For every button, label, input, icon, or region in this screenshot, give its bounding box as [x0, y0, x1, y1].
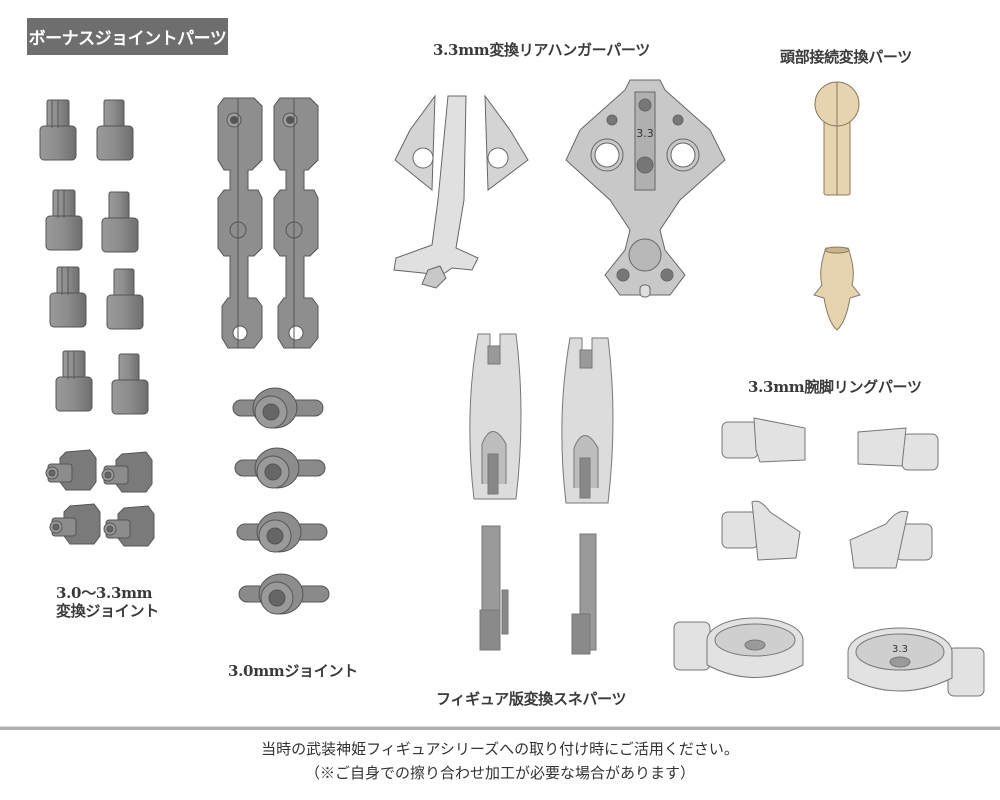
footer-line1: 当時の武装神姫フィギュアシリーズへの取り付け時にご活用ください。 — [261, 740, 739, 758]
joint-3mm-label: 3.0mmジョイント — [228, 662, 358, 680]
shin-parts-label: フィギュア版変換スネパーツ — [436, 690, 627, 708]
rear-hanger-label: 3.3mm変換リアハンガーパーツ — [433, 41, 650, 59]
joint-arms-icon — [217, 97, 319, 349]
header-title: ボーナスジョイントパーツ — [28, 29, 227, 49]
section-header-badge: ボーナスジョイントパーツ — [27, 18, 228, 55]
head-connector-icon — [813, 81, 861, 331]
joint-3mm-pieces-icon — [232, 387, 330, 615]
footer-divider — [0, 726, 1000, 730]
conversion-joint-hex-connectors-icon — [45, 449, 155, 547]
rear-hanger-front-icon — [393, 94, 529, 289]
conversion-joint-label-line2: 変換ジョイント — [56, 602, 159, 620]
head-connector-label: 頭部接続変換パーツ — [780, 48, 913, 66]
rear-hanger-engraving: 3.3 — [636, 127, 654, 140]
footer-note: 当時の武装神姫フィギュアシリーズへの取り付け時にご活用ください。 （※ご自身での… — [0, 737, 1000, 785]
arm-leg-ring-parts-icon: 3.3 — [673, 417, 985, 697]
ring-engraving: 3.3 — [892, 644, 908, 655]
footer-line2: （※ご自身での擦り合わせ加工が必要な場合があります） — [304, 764, 695, 782]
rear-hanger-back-icon: 3.3 — [565, 79, 726, 298]
shin-parts-icon — [469, 333, 614, 655]
conversion-joint-label-line1: 3.0～3.3mm — [56, 584, 153, 602]
arm-leg-ring-label: 3.3mm腕脚リングパーツ — [748, 378, 922, 396]
conversion-joint-cylinders-icon — [39, 99, 149, 415]
